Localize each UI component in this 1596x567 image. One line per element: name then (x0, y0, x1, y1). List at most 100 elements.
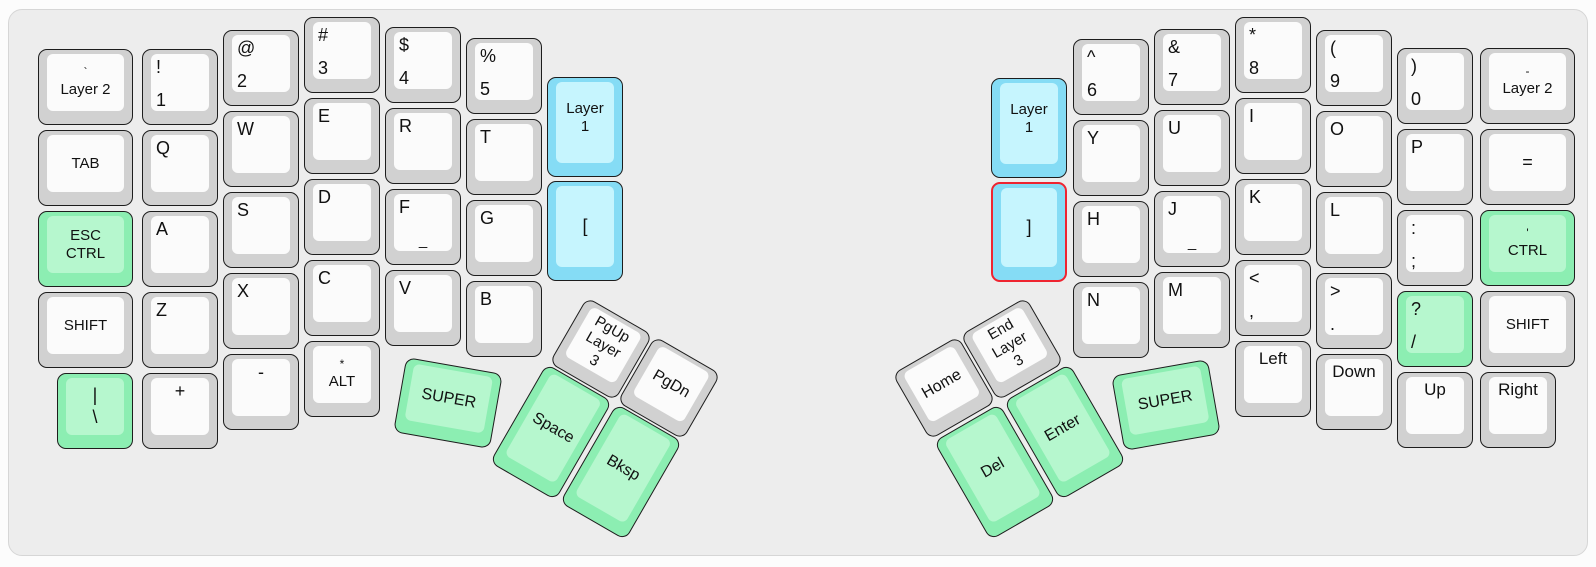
key-r[interactable]: R (385, 108, 461, 184)
key-hash-3[interactable]: #3 (304, 17, 380, 93)
key-z[interactable]: Z (142, 292, 218, 368)
keycap-face (1325, 359, 1383, 416)
key-label-line: Z (156, 300, 167, 320)
key-label-line: ; (1411, 250, 1417, 271)
key-label-line: P (1411, 137, 1424, 157)
keycap-face (1001, 188, 1057, 267)
keycap-face (1163, 34, 1221, 91)
key-labels: Z (151, 297, 209, 354)
key-colon-semicolon[interactable]: :; (1397, 210, 1473, 286)
keycap-face (47, 135, 124, 192)
keycap-face (1325, 116, 1383, 173)
key-ctrl-right[interactable]: 'CTRL (1480, 210, 1575, 286)
key-shift-symbol: * (339, 357, 345, 372)
key-labels: O (1325, 116, 1383, 173)
keycap-face (1325, 35, 1383, 92)
key-at-2[interactable]: @2 (223, 30, 299, 106)
key-d[interactable]: D (304, 179, 380, 255)
keycap-face (475, 286, 533, 343)
key-exclam-1[interactable]: !1 (142, 49, 218, 125)
key-label-line: Q (156, 138, 171, 158)
key-q[interactable]: Q (142, 130, 218, 206)
key-arrow-left[interactable]: Left (1235, 341, 1311, 417)
key-alt[interactable]: *ALT (304, 341, 380, 417)
key-equals[interactable]: = (1480, 129, 1575, 205)
key-k[interactable]: K (1235, 179, 1311, 255)
key-label-line: & (1168, 37, 1181, 57)
key-shift-left[interactable]: SHIFT (38, 292, 133, 368)
key-b[interactable]: B (466, 281, 542, 357)
keycap-face (1082, 206, 1140, 263)
key-pipe-backslash[interactable]: |\ (57, 373, 133, 449)
key-h[interactable]: H (1073, 201, 1149, 277)
key-layer2-right[interactable]: -Layer 2 (1480, 48, 1575, 124)
key-arrow-right[interactable]: Right (1480, 372, 1556, 448)
key-question-slash[interactable]: ?/ (1397, 291, 1473, 367)
keycap-face (1000, 83, 1058, 164)
key-labels: X (232, 278, 290, 335)
key-right-bracket[interactable]: ] (991, 182, 1067, 282)
key-caret-6[interactable]: ^6 (1073, 39, 1149, 115)
key-label-line: K (1249, 187, 1262, 207)
key-arrow-up[interactable]: Up (1397, 372, 1473, 448)
key-plus[interactable]: + (142, 373, 218, 449)
keycap-face (1325, 278, 1383, 335)
key-x[interactable]: X (223, 273, 299, 349)
key-percent-5[interactable]: %5 (466, 38, 542, 114)
key-i[interactable]: I (1235, 98, 1311, 174)
key-u[interactable]: U (1154, 110, 1230, 186)
keycap-face (232, 359, 290, 416)
key-labels: Down (1325, 359, 1383, 416)
keycap-face (1163, 115, 1221, 172)
key-j[interactable]: J_ (1154, 191, 1230, 267)
key-label-line: I (1249, 106, 1255, 126)
key-label-line: U (1168, 118, 1181, 138)
key-greater-period[interactable]: >. (1316, 273, 1392, 349)
keycap-face (1489, 377, 1547, 434)
key-a[interactable]: A (142, 211, 218, 287)
key-e[interactable]: E (304, 98, 380, 174)
key-labels: )0 (1406, 53, 1464, 110)
key-m[interactable]: M (1154, 272, 1230, 348)
key-t[interactable]: T (466, 119, 542, 195)
key-amp-7[interactable]: &7 (1154, 29, 1230, 105)
key-o[interactable]: O (1316, 111, 1392, 187)
key-n[interactable]: N (1073, 282, 1149, 358)
key-arrow-down[interactable]: Down (1316, 354, 1392, 430)
key-v[interactable]: V (385, 270, 461, 346)
key-layer1-left[interactable]: Layer 1 (547, 77, 623, 177)
key-g[interactable]: G (466, 200, 542, 276)
key-l[interactable]: L (1316, 192, 1392, 268)
key-less-comma[interactable]: <, (1235, 260, 1311, 336)
keycap-face (1406, 377, 1464, 434)
key-label-line: A (156, 219, 169, 239)
keycap-face (1406, 296, 1464, 353)
key-star-8[interactable]: *8 (1235, 17, 1311, 93)
key-layer2-left[interactable]: `Layer 2 (38, 49, 133, 125)
key-tab[interactable]: TAB (38, 130, 133, 206)
key-label-line: CTRL (1507, 241, 1548, 259)
key-labels: D (313, 184, 371, 241)
key-labels: Layer 1 (556, 82, 614, 163)
key-shift-right[interactable]: SHIFT (1480, 291, 1575, 367)
key-c[interactable]: C (304, 260, 380, 336)
key-f[interactable]: F_ (385, 189, 461, 265)
key-labels: :; (1406, 215, 1464, 272)
homing-bar-label: _ (418, 232, 428, 249)
key-labels: SUPER (404, 364, 493, 434)
key-paren-9[interactable]: (9 (1316, 30, 1392, 106)
key-shift-symbol: ` (83, 65, 88, 80)
key-label-line: # (318, 25, 329, 45)
key-layer1-right[interactable]: Layer 1 (991, 78, 1067, 178)
key-p[interactable]: P (1397, 129, 1473, 205)
key-left-bracket[interactable]: [ (547, 181, 623, 281)
key-w[interactable]: W (223, 111, 299, 187)
key-y[interactable]: Y (1073, 120, 1149, 196)
key-paren-0[interactable]: )0 (1397, 48, 1473, 124)
key-minus[interactable]: - (223, 354, 299, 430)
key-dollar-4[interactable]: $4 (385, 27, 461, 103)
keycap-face (1244, 22, 1302, 79)
key-s[interactable]: S (223, 192, 299, 268)
